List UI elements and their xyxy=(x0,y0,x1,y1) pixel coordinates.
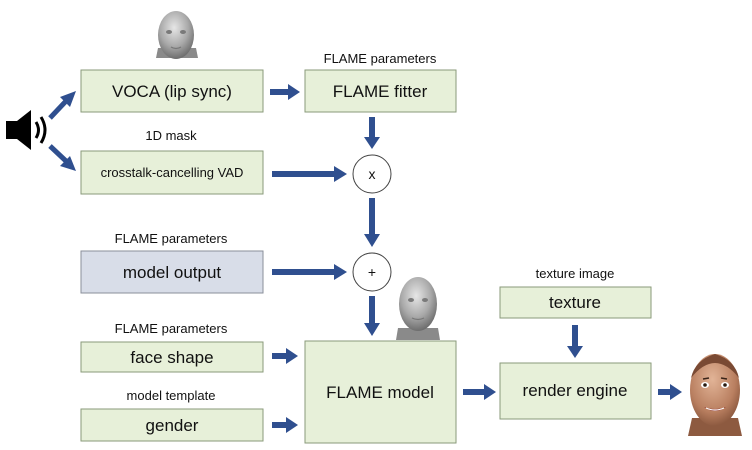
arrow-multiply-to-add xyxy=(364,198,380,247)
arrow-voca-to-fitter xyxy=(270,84,300,100)
caption-flame-parameters-top: FLAME parameters xyxy=(324,51,437,66)
voca-box: VOCA (lip sync) xyxy=(80,69,264,113)
flame-fitter-label: FLAME fitter xyxy=(333,82,428,101)
arrow-render-to-face xyxy=(658,384,682,400)
add-operator: + xyxy=(352,252,392,292)
render-engine-box: render engine xyxy=(499,362,652,420)
caption-flame-parameters-low: FLAME parameters xyxy=(115,321,228,336)
gray-head-icon xyxy=(396,277,440,340)
arrow-fitter-to-multiply xyxy=(364,117,380,149)
gray-head-icon xyxy=(156,11,198,59)
voca-label: VOCA (lip sync) xyxy=(112,82,232,101)
caption-texture-image: texture image xyxy=(536,266,615,281)
model-output-box: model output xyxy=(80,250,264,294)
face-shape-box: face shape xyxy=(80,341,264,373)
render-engine-label: render engine xyxy=(523,381,628,400)
caption-flame-parameters-mid: FLAME parameters xyxy=(115,231,228,246)
flame-model-box: FLAME model xyxy=(304,340,457,444)
arrow-vad-to-multiply xyxy=(272,166,347,182)
gender-label: gender xyxy=(146,416,199,435)
arrow-add-to-flame-model xyxy=(364,296,380,336)
caption-model-template: model template xyxy=(127,388,216,403)
flame-model-label: FLAME model xyxy=(326,383,434,402)
multiply-symbol: x xyxy=(369,166,376,182)
speaker-icon xyxy=(6,110,47,150)
gender-box: gender xyxy=(80,408,264,442)
vad-box: crosstalk-cancelling VAD xyxy=(80,150,264,195)
arrow-model-output-to-add xyxy=(272,264,347,280)
arrow-flame-model-to-render xyxy=(463,384,496,400)
arrow-speaker-to-voca xyxy=(48,91,76,120)
face-shape-label: face shape xyxy=(130,348,213,367)
arrow-speaker-to-vad xyxy=(48,144,76,171)
model-output-label: model output xyxy=(123,263,222,282)
add-symbol: + xyxy=(368,264,376,280)
caption-1d-mask: 1D mask xyxy=(145,128,197,143)
arrow-texture-to-render xyxy=(567,325,583,358)
arrow-gender-to-flame-model xyxy=(272,417,298,433)
multiply-operator: x xyxy=(352,154,392,194)
flame-fitter-box: FLAME fitter xyxy=(304,69,457,113)
texture-box: texture xyxy=(499,286,652,319)
texture-label: texture xyxy=(549,293,601,312)
arrow-face-shape-to-flame-model xyxy=(272,348,298,364)
textured-face-icon xyxy=(688,354,742,436)
vad-label: crosstalk-cancelling VAD xyxy=(101,165,244,180)
